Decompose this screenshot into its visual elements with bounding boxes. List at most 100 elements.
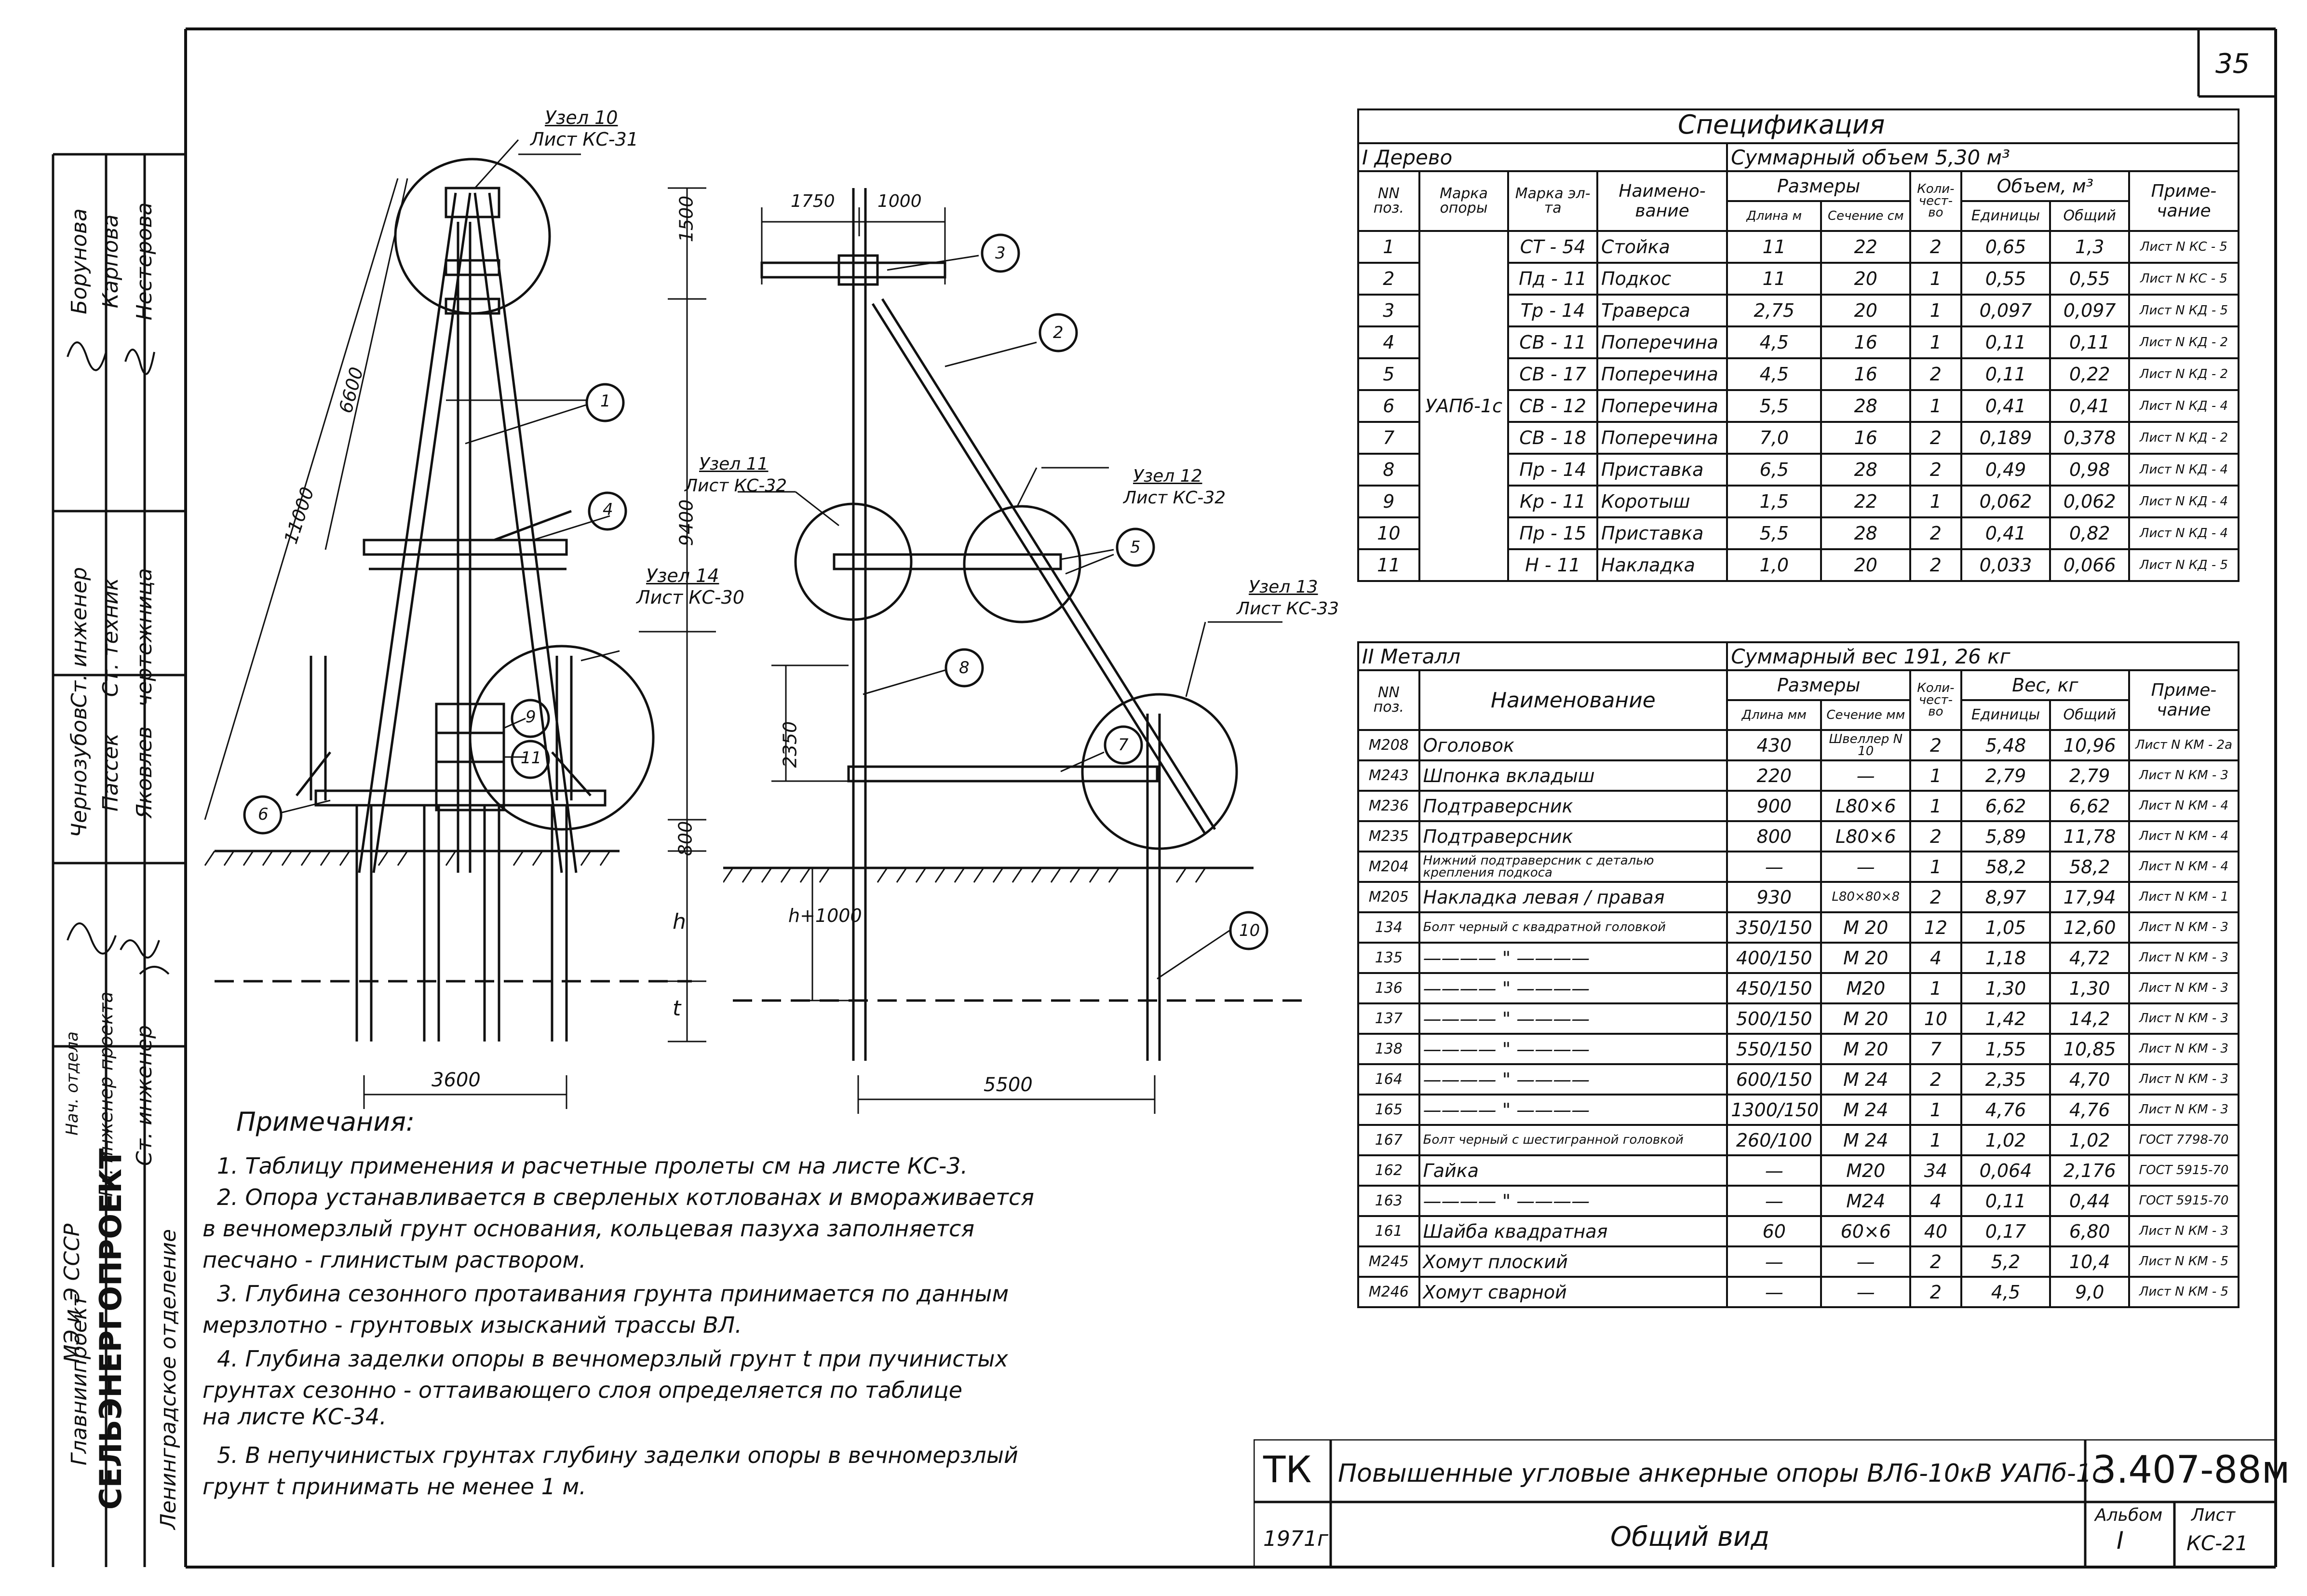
metal-cell-note: Лист N КМ - 2а [2128,729,2240,761]
wood-cell-mark: Кр - 11 [1507,485,1599,518]
wood-cell-name: Накладка [1596,548,1728,582]
metal-cell-sec: М 24 [1820,1063,1912,1096]
metal-cell-sec: М 20 [1820,1033,1912,1065]
metal-cell-len: — [1726,851,1822,883]
metal-cell-sec: М 20 [1820,942,1912,974]
metal-cell-unit: 0,17 [1960,1215,2051,1247]
metal-cell-len: 600/150 [1726,1063,1822,1096]
wood-cell-mark: Н - 11 [1507,548,1599,582]
page-number: 35 [2215,48,2250,80]
wood-cell-name: Приставка [1596,453,1728,487]
wood-cell-total: 0,097 [2049,294,2130,327]
metal-cell-unit: 5,48 [1960,729,2051,761]
signatures [67,341,170,975]
wood-cell-unit: 0,11 [1960,325,2051,359]
wood-cell-len: 6,5 [1726,453,1822,487]
metal-h-unit: Единицы [1960,699,2051,731]
dim-2350: 2350 [779,721,801,768]
metal-cell-n: 135 [1357,942,1420,974]
wood-h-mark-el: Марка эл-та [1507,170,1599,232]
note-line-10: 5. В непучинистых грунтах глубину заделк… [217,1442,1018,1468]
metal-cell-qty: 2 [1909,729,1962,761]
wood-h-volume: Объем, м³ [1960,170,2130,202]
wood-cell-note: Лист N КС - 5 [2128,230,2240,264]
node-14-sheet: Лист КС-30 [636,587,744,608]
wood-cell-unit: 0,097 [1960,294,2051,327]
metal-cell-n: 163 [1357,1185,1420,1217]
metal-cell-unit: 1,42 [1960,1002,2051,1035]
metal-cell-sec: — [1820,1245,1912,1278]
dim-t: t [673,996,681,1021]
wood-cell-sec: 16 [1820,325,1912,359]
metal-cell-name: Нижний подтраверсник с деталью крепления… [1418,851,1728,883]
note-line-5: 3. Глубина сезонного протаивания грунта … [217,1281,1009,1307]
note-line-1: 1. Таблицу применения и расчетные пролет… [217,1153,968,1179]
metal-cell-unit: 5,89 [1960,820,2051,852]
wood-cell-n: 7 [1357,421,1420,455]
metal-cell-qty: 10 [1909,1002,1962,1035]
wood-cell-n: 5 [1357,357,1420,391]
metal-cell-total: 10,4 [2049,1245,2130,1278]
metal-cell-sec: L80×80×8 [1820,881,1912,913]
wood-cell-len: 1,0 [1726,548,1822,582]
wood-cell-mark: СТ - 54 [1507,230,1599,264]
metal-h-num: NN поз. [1357,669,1420,731]
wood-cell-unit: 0,65 [1960,230,2051,264]
metal-cell-n: М208 [1357,729,1420,761]
spec-metal-table: II Металл Суммарный вес 191, 26 кг NN по… [1357,641,2240,1308]
metal-cell-unit: 1,02 [1960,1124,2051,1156]
note-line-4: песчано - глинистым раствором. [202,1247,586,1273]
metal-cell-unit: 2,35 [1960,1063,2051,1096]
metal-cell-qty: 1 [1909,972,1962,1004]
metal-cell-total: 6,80 [2049,1215,2130,1247]
metal-cell-name: ———— " ———— [1418,1033,1728,1065]
wood-cell-len: 4,5 [1726,357,1822,391]
metal-cell-sec: Швеллер N 10 [1820,729,1912,761]
callout-2: 2 [1053,323,1064,342]
metal-cell-sec: М 24 [1820,1094,1912,1126]
wood-cell-len: 4,5 [1726,325,1822,359]
wood-cell-total: 0,066 [2049,548,2130,582]
metal-cell-qty: 4 [1909,1185,1962,1217]
metal-cell-name: Гайка [1418,1154,1728,1187]
wood-h-qty: Коли- чест- во [1909,170,1962,232]
metal-cell-qty: 12 [1909,911,1962,944]
metal-cell-qty: 2 [1909,881,1962,913]
wood-cell-unit: 0,41 [1960,516,2051,550]
wood-cell-name: Коротыш [1596,485,1728,518]
metal-cell-total: 12,60 [2049,911,2130,944]
metal-h-sizes: Размеры [1726,669,1912,701]
wood-cell-sec: 16 [1820,357,1912,391]
wood-cell-sec: 16 [1820,421,1912,455]
wood-cell-mark: СВ - 18 [1507,421,1599,455]
metal-cell-note: Лист N КМ - 1 [2128,881,2240,913]
metal-cell-total: 10,85 [2049,1033,2130,1065]
metal-cell-total: 9,0 [2049,1276,2130,1308]
org-line-3: Ленинградское отделение [156,1229,181,1529]
wood-cell-unit: 0,033 [1960,548,2051,582]
metal-cell-len: 800 [1726,820,1822,852]
tb-sheet-label: Лист [2191,1505,2236,1525]
note-line-8: грунтах сезонно - оттаивающего слоя опре… [202,1377,963,1403]
wood-cell-unit: 0,41 [1960,389,2051,423]
metal-cell-len: 400/150 [1726,942,1822,974]
metal-cell-unit: 5,2 [1960,1245,2051,1278]
metal-cell-n: М246 [1357,1276,1420,1308]
metal-cell-note: Лист N КМ - 3 [2128,1002,2240,1035]
metal-cell-unit: 2,79 [1960,759,2051,792]
dim-9400: 9400 [675,499,697,546]
tb-subtitle: Общий вид [1610,1521,1770,1553]
metal-cell-total: 2,176 [2049,1154,2130,1187]
metal-cell-n: 165 [1357,1094,1420,1126]
metal-h-qty: Коли- чест- во [1909,669,1962,731]
dim-1750: 1750 [791,191,835,211]
callout-5: 5 [1130,538,1141,557]
